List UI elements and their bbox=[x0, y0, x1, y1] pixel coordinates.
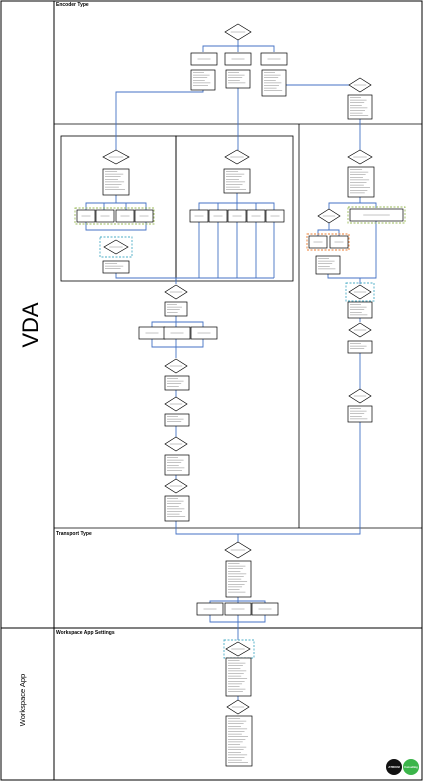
edge-left-c bbox=[116, 202, 127, 210]
lane-label-vda: VDA bbox=[18, 302, 43, 348]
edge-centre-to-transport bbox=[175, 521, 238, 535]
edge-left-a bbox=[85, 195, 117, 210]
edge-centre-merge-b bbox=[176, 339, 204, 348]
edge-left-to-merge bbox=[115, 273, 176, 279]
edge-encoder-right bbox=[238, 45, 275, 52]
right-options-highlight bbox=[306, 233, 350, 251]
edge-centre-merge-a bbox=[151, 339, 176, 348]
edge-left-b bbox=[103, 202, 116, 210]
edge-centre-c bbox=[176, 321, 204, 327]
lane-label-workspace-app: Workspace App bbox=[18, 673, 27, 727]
workspace-note-1 bbox=[225, 657, 252, 697]
edge-centre-a bbox=[151, 316, 177, 327]
logo-primary-text: ATRIUM bbox=[388, 765, 400, 769]
right-note-5 bbox=[347, 405, 373, 423]
edge-right-merge bbox=[327, 274, 360, 279]
right-option-highlight bbox=[347, 206, 406, 224]
edge-right-b bbox=[360, 202, 377, 208]
edge-transport-merge-a bbox=[209, 615, 238, 623]
edge-transport-merge-b bbox=[238, 615, 266, 623]
edge-right-to-transport bbox=[238, 422, 361, 535]
logo-secondary-text: Consulting bbox=[404, 765, 418, 769]
edge-left-merge-b bbox=[116, 222, 147, 231]
edge-mid-b bbox=[217, 202, 237, 210]
right-decision-highlight bbox=[345, 282, 375, 302]
consulting-logo: Consulting bbox=[403, 759, 419, 775]
encoder-note-1 bbox=[190, 69, 216, 91]
middle-frame-note bbox=[223, 168, 251, 194]
centre-note-4 bbox=[164, 454, 190, 476]
edge-to-left-frame bbox=[115, 90, 204, 150]
section-title-workspace-app-settings: Workspace App Settings bbox=[56, 630, 115, 636]
right-branch-note bbox=[347, 94, 373, 120]
centre-note-2 bbox=[164, 375, 190, 391]
left-options-highlight bbox=[74, 207, 155, 225]
middle-sub-frame bbox=[175, 135, 294, 282]
edge-to-right-branch bbox=[286, 78, 361, 86]
edge-left-merge-a bbox=[85, 222, 116, 231]
flow-nodes bbox=[74, 23, 406, 767]
section-title-transport-type: Transport Type bbox=[56, 531, 92, 537]
atrium-logo: ATRIUM bbox=[386, 759, 402, 775]
left-decision-highlight bbox=[99, 236, 133, 258]
left-secondary-note bbox=[102, 260, 130, 274]
edge-right-down-1 bbox=[359, 221, 377, 284]
edge-right-c bbox=[317, 223, 330, 236]
right-note-3 bbox=[347, 301, 373, 319]
edge-encoder-left bbox=[202, 40, 239, 52]
edge-right-d bbox=[329, 229, 340, 236]
right-note-1 bbox=[347, 166, 375, 198]
edge-left-d bbox=[116, 202, 147, 210]
encoder-note-2 bbox=[225, 69, 251, 89]
right-note-2 bbox=[315, 255, 341, 275]
edge-mid-d bbox=[237, 202, 257, 210]
right-note-4 bbox=[347, 340, 373, 354]
edge-right-a bbox=[328, 197, 361, 209]
centre-note-3 bbox=[164, 413, 190, 427]
edge-mid-e bbox=[237, 202, 275, 210]
centre-note-1 bbox=[164, 301, 188, 317]
centre-note-5 bbox=[164, 495, 190, 522]
section-title-encoder-type: Encoder Type bbox=[56, 2, 89, 8]
